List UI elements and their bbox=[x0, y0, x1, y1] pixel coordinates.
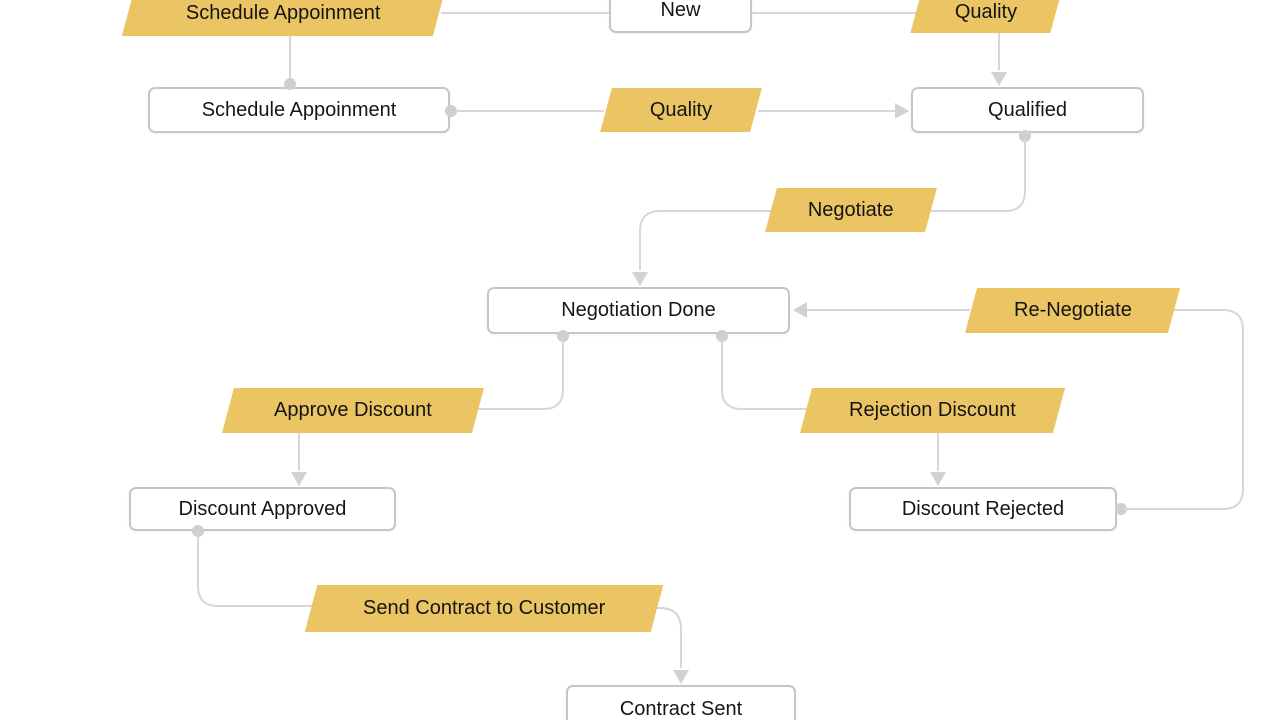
arrowhead-down bbox=[632, 272, 648, 286]
state-node-schedule-appoinment[interactable]: Schedule Appoinment bbox=[148, 87, 450, 133]
transition-text: Rejection Discount bbox=[849, 399, 1016, 421]
arrowhead-down bbox=[991, 72, 1007, 86]
transition-text: Approve Discount bbox=[274, 399, 432, 421]
arrowhead-left bbox=[793, 302, 807, 318]
connector-send-contract-label-to-contract-sent bbox=[651, 607, 682, 668]
state-node-discount-approved[interactable]: Discount Approved bbox=[129, 487, 396, 531]
arrowhead-down bbox=[930, 472, 946, 486]
transition-label-approve-discount[interactable]: Approve Discount bbox=[221, 388, 485, 433]
state-label: Schedule Appoinment bbox=[201, 98, 397, 121]
connector-negotiation-done-to-approve-label bbox=[476, 338, 564, 410]
state-node-contract-sent[interactable]: Contract Sent bbox=[566, 685, 796, 720]
state-label: Discount Rejected bbox=[901, 497, 1065, 520]
connector-discount-rejected-to-renegotiate-label bbox=[1123, 309, 1244, 510]
transition-label-send-contract-to-customer[interactable]: Send Contract to Customer bbox=[304, 585, 664, 632]
connector-discount-approved-to-send-contract-label bbox=[197, 533, 316, 607]
transition-label-rejection-discount[interactable]: Rejection Discount bbox=[799, 388, 1066, 433]
state-node-negotiation-done[interactable]: Negotiation Done bbox=[487, 287, 790, 334]
transition-label-quality-from-schedule[interactable]: Quality bbox=[600, 88, 762, 132]
transition-label-re-negotiate[interactable]: Re-Negotiate bbox=[964, 288, 1181, 333]
transition-text: Send Contract to Customer bbox=[362, 597, 606, 619]
state-label: Contract Sent bbox=[619, 697, 743, 720]
state-label: Discount Approved bbox=[178, 497, 347, 520]
transition-text: Negotiate bbox=[808, 198, 894, 221]
transition-text: Quality bbox=[649, 98, 713, 121]
state-node-qualified[interactable]: Qualified bbox=[911, 87, 1144, 133]
transition-text: Schedule Appoinment bbox=[186, 1, 381, 24]
state-label: Qualified bbox=[988, 98, 1067, 121]
state-node-new[interactable]: New bbox=[609, 0, 752, 33]
transition-label-quality-from-new[interactable]: Quality bbox=[910, 0, 1062, 33]
transition-label-schedule-appoinment[interactable]: Schedule Appoinment bbox=[121, 0, 446, 36]
connector-negotiation-done-to-rejection-label bbox=[721, 338, 808, 410]
transition-label-negotiate[interactable]: Negotiate bbox=[765, 188, 937, 232]
transition-text: Quality bbox=[954, 0, 1018, 23]
state-node-discount-rejected[interactable]: Discount Rejected bbox=[849, 487, 1117, 531]
arrowhead-down bbox=[673, 670, 689, 684]
transition-text: Re-Negotiate bbox=[1013, 299, 1132, 321]
state-label: New bbox=[660, 0, 701, 21]
arrowhead-right bbox=[895, 103, 909, 119]
arrowhead-down bbox=[291, 472, 307, 486]
state-label: Negotiation Done bbox=[561, 299, 716, 321]
